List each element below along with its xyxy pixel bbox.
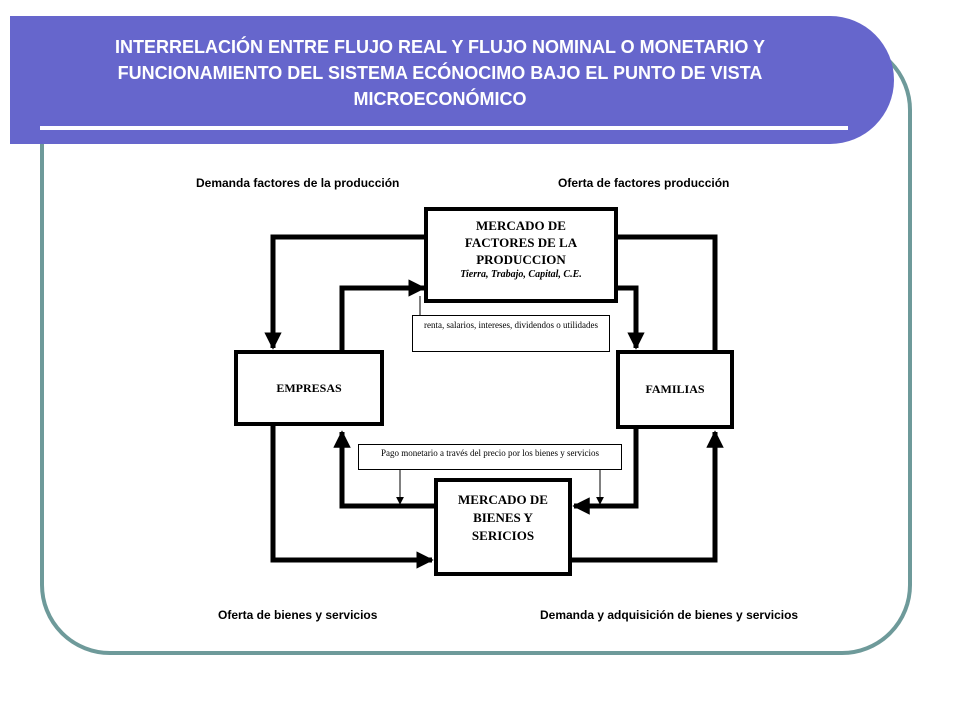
mercado-factores-line1: MERCADO DE [476,218,566,233]
mercado-bienes-line2: BIENES Y [473,510,533,525]
renta-note-text: renta, salarios, intereses, dividendos o… [424,320,598,330]
renta-note: renta, salarios, intereses, dividendos o… [412,315,610,352]
empresas-label: EMPRESAS [276,380,342,395]
flow-bienes-to-familias [570,430,724,563]
flow-pago-factores [339,279,426,350]
mercado-factores-line3: PRODUCCION [476,252,566,267]
flow-empresas-to-bienes [270,424,434,569]
label-demanda-bienes: Demanda y adquisición de bienes y servic… [540,608,799,622]
mercado-factores-box: MERCADO DE FACTORES DE LA PRODUCCION Tie… [424,207,618,303]
mercado-bienes-line1: MERCADO DE [458,492,548,507]
mercado-bienes-line3: SERICIOS [471,528,535,543]
label-demanda-factores: Demanda factores de la producción [196,176,400,190]
pago-note-text: Pago monetario a través del precio por l… [381,448,599,458]
familias-label: FAMILIAS [645,382,705,396]
flow-renta-familias [614,285,645,350]
mercado-factores-line2: FACTORES DE LA [464,235,578,250]
mercado-factores-subtitle: Tierra, Trabajo, Capital, C.E. [460,269,582,280]
mercado-bienes-box: MERCADO DE BIENES Y SERICIOS [434,478,572,576]
flow-ingreso-empresas [333,430,436,509]
familias-box: FAMILIAS [616,350,734,429]
label-oferta-bienes: Oferta de bienes y servicios [218,608,378,622]
title-banner [10,16,894,144]
slide-title: INTERRELACIÓN ENTRE FLUJO REAL Y FLUJO N… [114,37,766,109]
flow-factores-to-empresas [264,234,428,350]
title-underline [40,126,848,130]
pago-note: Pago monetario a través del precio por l… [358,444,622,470]
empresas-box: EMPRESAS [234,350,384,426]
flow-gasto-familias [572,427,639,515]
label-oferta-factores: Oferta de factores producción [558,176,730,190]
